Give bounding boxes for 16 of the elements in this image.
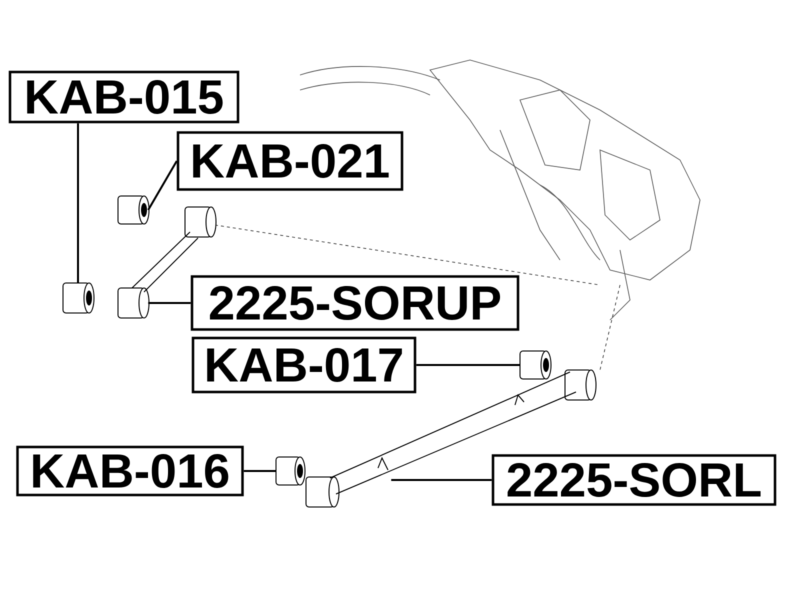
bushing-drawing [520,350,552,380]
bushing-drawing [62,282,94,314]
part-number-label: KAB-017 [192,336,416,394]
leader-line [244,470,276,472]
part-number-label: KAB-016 [16,446,244,496]
part-number-label: KAB-015 [8,70,240,124]
bushing-drawing [276,456,306,486]
bushing-drawing [118,196,150,224]
leader-line [416,364,520,366]
part-number-label: 2225-SORUP [190,275,520,331]
leader-line [77,123,79,283]
leader-line [147,160,178,210]
part-number-label: 2225-SORL [492,454,776,506]
leader-line [391,479,492,481]
part-number-label: KAB-021 [176,131,404,191]
leader-line [148,302,191,304]
